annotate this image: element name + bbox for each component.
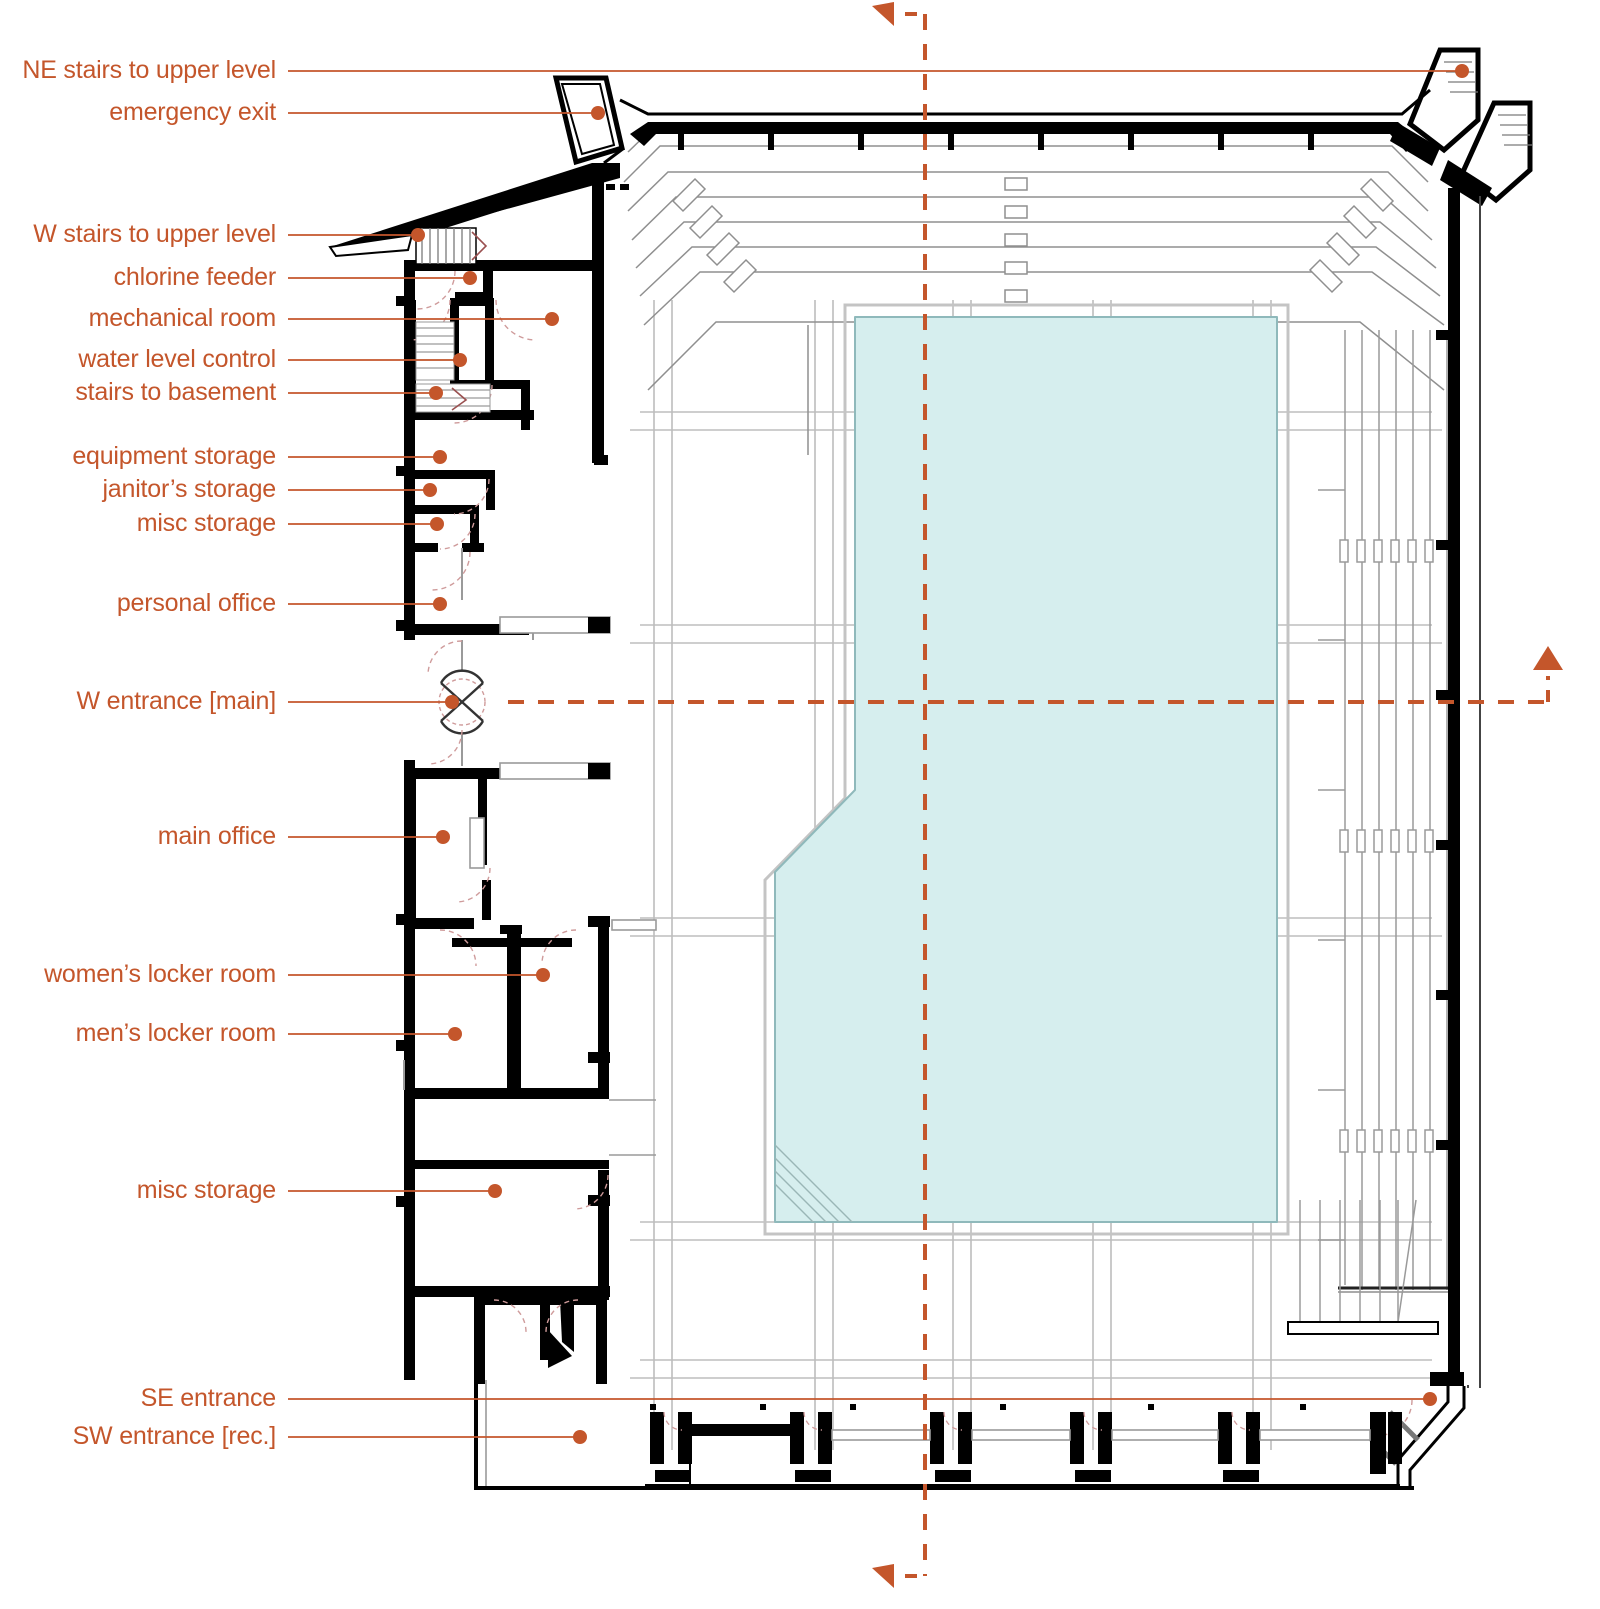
callout-dot-mechanical-room[interactable]: [545, 312, 559, 326]
callout-dot-janitors-storage[interactable]: [423, 483, 437, 497]
callout-dot-ne-stairs[interactable]: [1455, 64, 1469, 78]
west-wing-secondary-lines: [469, 616, 657, 1486]
callout-label-ne-stairs: NE stairs to upper level: [22, 56, 276, 84]
callout-label-se-entrance: SE entrance: [140, 1384, 277, 1412]
callout-dot-personal-office[interactable]: [433, 597, 447, 611]
east-bleacher-rows: [1318, 330, 1452, 1293]
callout-dot-w-entrance[interactable]: [445, 695, 459, 709]
callout-dot-chlorine-feeder[interactable]: [463, 271, 477, 285]
callout-label-misc-storage-n: misc storage: [136, 509, 277, 537]
callout-dot-water-level[interactable]: [453, 353, 467, 367]
ne-stair-blocks: [1366, 47, 1533, 1486]
callout-label-misc-storage-s: misc storage: [136, 1176, 277, 1204]
door-swing-arcs: [409, 270, 609, 1333]
callout-dot-stairs-basement[interactable]: [429, 386, 443, 400]
section-lines: [508, 12, 1550, 1578]
section-arrowheads: [872, 2, 1563, 1588]
callout-dot-emergency-exit[interactable]: [591, 106, 605, 120]
callout-dot-womens-locker[interactable]: [536, 968, 550, 982]
callout-label-w-entrance: W entrance [main]: [76, 687, 277, 715]
section-marker-right: [1533, 646, 1563, 670]
se-internal-stairs: [1287, 1199, 1439, 1335]
callout-dot-equipment-storage[interactable]: [433, 450, 447, 464]
callout-label-equipment-storage: equipment storage: [72, 442, 276, 470]
west-wing-window-mullions: [588, 617, 610, 779]
callout-dot-misc-storage-n[interactable]: [430, 517, 444, 531]
basement-stairs-flight: [415, 321, 491, 413]
section-marker-top: [872, 2, 894, 26]
callout-dot-mens-locker[interactable]: [448, 1027, 462, 1041]
callout-label-water-level: water level control: [78, 345, 276, 373]
callout-label-emergency-exit: emergency exit: [109, 98, 276, 126]
callout-dot-w-stairs[interactable]: [411, 228, 425, 242]
callout-label-personal-office: personal office: [116, 589, 276, 617]
south-entrance-doors[interactable]: [645, 1404, 1402, 1488]
callout-label-mens-locker: men’s locker room: [75, 1019, 277, 1047]
north-exterior-wall: [603, 88, 1431, 190]
callout-dot-misc-storage-s[interactable]: [488, 1184, 502, 1198]
callout-dot-sw-entrance[interactable]: [573, 1430, 587, 1444]
callout-label-mechanical-room: mechanical room: [88, 304, 277, 332]
callout-label-janitors-storage: janitor’s storage: [102, 475, 276, 503]
swimming-pool: [763, 303, 1290, 1236]
callout-dot-main-office[interactable]: [436, 830, 450, 844]
callout-dot-se-entrance[interactable]: [1423, 1392, 1437, 1406]
callout-label-w-stairs: W stairs to upper level: [33, 220, 276, 248]
section-marker-bottom: [872, 1564, 894, 1588]
callout-label-womens-locker: women’s locker room: [44, 960, 276, 988]
callout-label-sw-entrance: SW entrance [rec.]: [72, 1422, 277, 1450]
west-wing-walls: [328, 75, 1414, 1490]
callout-leaders: [288, 64, 1469, 1444]
west-stairs-flight: [415, 227, 488, 265]
callout-label-chlorine-feeder: chlorine feeder: [113, 263, 277, 291]
callout-label-main-office: main office: [157, 822, 276, 850]
callout-label-stairs-basement: stairs to basement: [75, 378, 276, 406]
